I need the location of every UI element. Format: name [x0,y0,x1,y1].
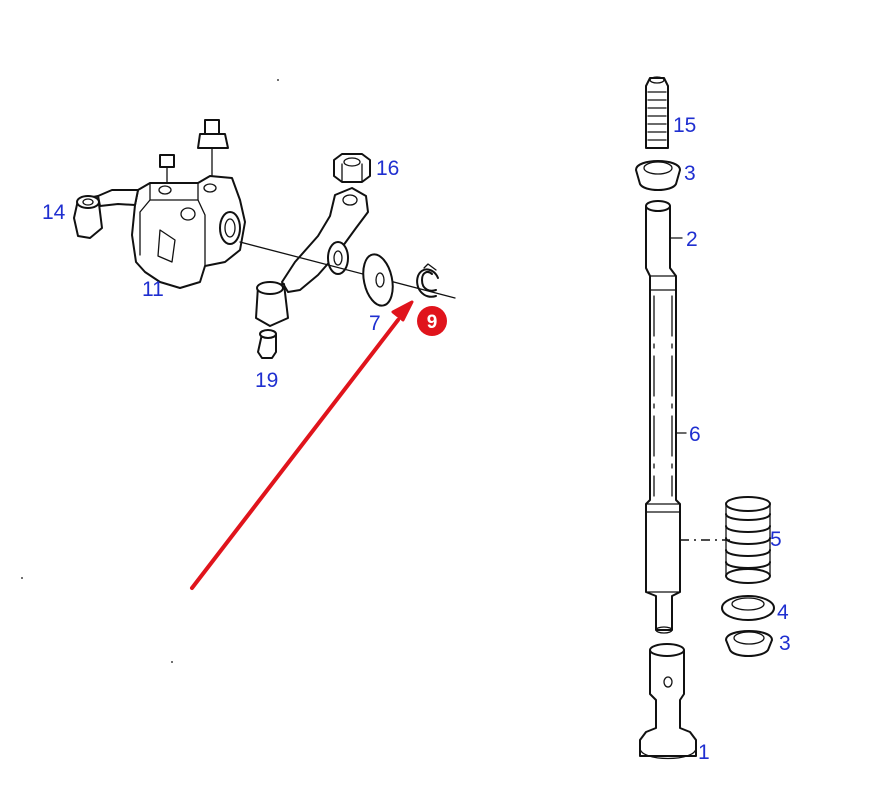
rocker-bracket-part-11 [97,119,246,289]
part-9-label: 9 [427,312,438,333]
cup-part-3-top [635,160,681,191]
part-7-label[interactable]: 7 [369,312,381,335]
washer-part-7 [362,253,394,307]
stud-part-15 [645,76,669,149]
part-14-label[interactable]: 14 [42,201,66,224]
part-15-label[interactable]: 15 [673,114,696,137]
speck [171,661,173,663]
part-16-label[interactable]: 16 [376,157,399,180]
part-11-label[interactable]: 11 [142,278,164,301]
clip-part-9 [416,263,439,298]
part-3-top-label[interactable]: 3 [684,162,696,185]
tappet-part-1 [639,643,697,760]
part-14-shape [73,195,103,239]
part-5-label[interactable]: 5 [770,528,782,551]
part-1-label[interactable]: 1 [698,741,710,764]
part-19-shape [257,329,277,359]
part-3-bottom-label[interactable]: 3 [779,632,791,655]
part-6-label[interactable]: 6 [689,423,701,446]
nut-part-16 [333,153,371,183]
cup-part-3-bottom [725,630,773,657]
speck [277,79,279,81]
push-rod-part-2-6 [645,200,681,634]
rocker-arm [255,187,369,327]
speck [21,577,23,579]
cup-part-4 [721,595,775,621]
part-9-badge[interactable]: 9 [417,306,447,336]
part-4-label[interactable]: 4 [777,601,789,624]
highlight-arrow [190,300,414,590]
spring-part-5 [725,496,771,584]
part-19-label[interactable]: 19 [255,369,278,392]
part-2-label[interactable]: 2 [686,228,698,251]
